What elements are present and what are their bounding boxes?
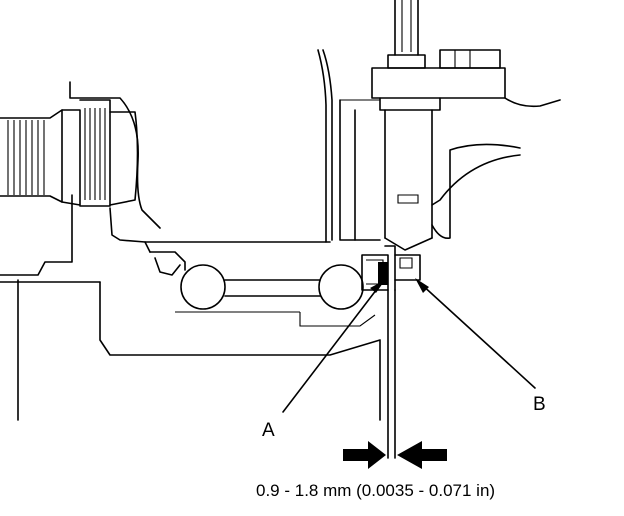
hub-flange-edge <box>394 254 421 281</box>
upright-body <box>317 49 381 243</box>
axle-shaft <box>0 81 161 229</box>
leader-arrow-a <box>370 280 385 293</box>
hub-bolt <box>371 0 561 251</box>
dimension-arrows <box>343 441 447 469</box>
dimension-arrow-right <box>397 441 447 469</box>
clearance-gap <box>387 289 396 459</box>
leader-lines <box>282 278 536 413</box>
wheel-bearing <box>144 241 364 310</box>
leader-line-b <box>419 282 536 389</box>
leader-arrow-b <box>415 278 429 293</box>
clearance-specification: 0.9 - 1.8 mm (0.0035 - 0.071 in) <box>256 481 495 500</box>
dimension-arrow-left <box>343 441 386 469</box>
callout-label-b: B <box>533 394 546 415</box>
leader-line-a <box>282 284 381 413</box>
callout-label-a: A <box>262 420 275 441</box>
steering-knuckle-housing <box>0 194 381 421</box>
oil-seal <box>361 245 396 291</box>
